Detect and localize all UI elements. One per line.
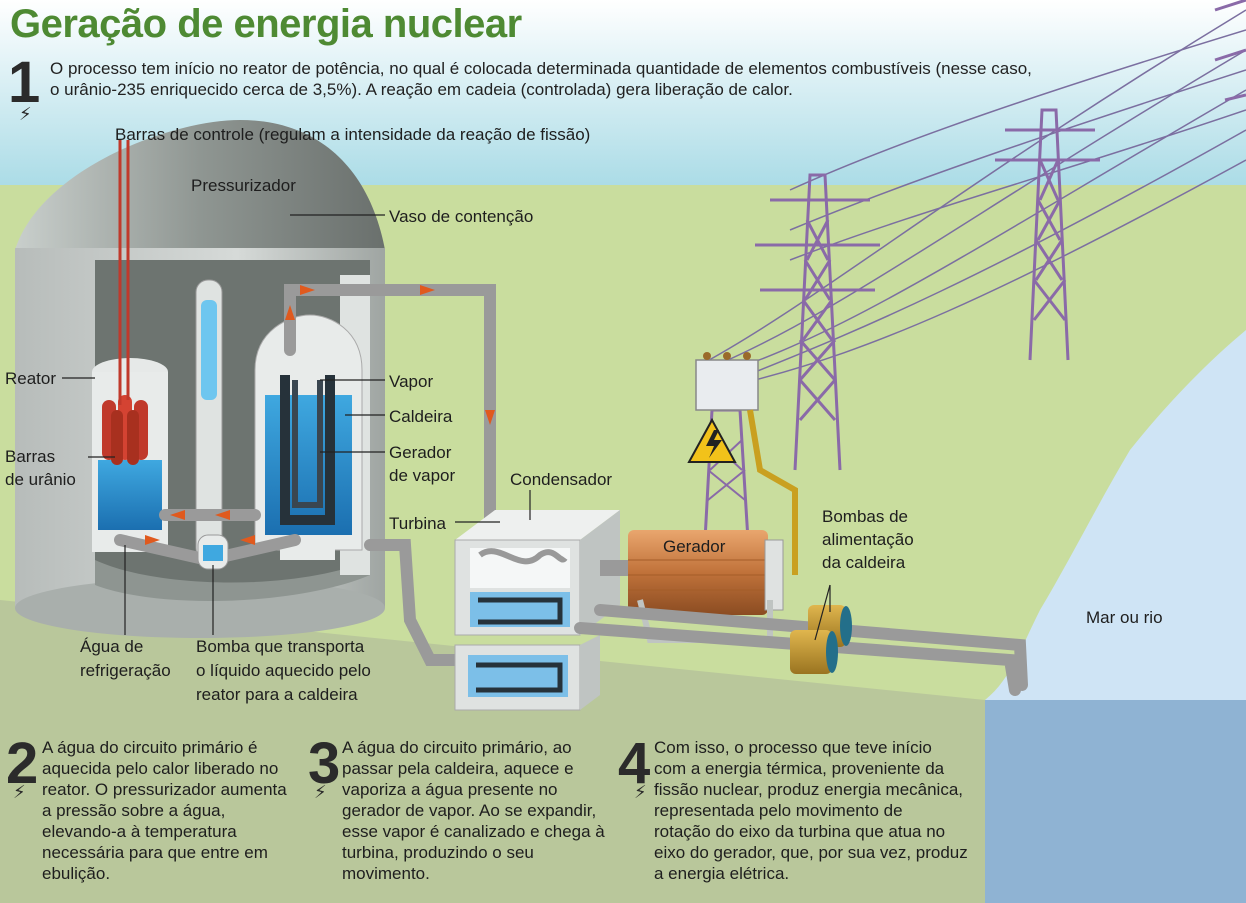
label-containment: Vaso de contenção xyxy=(389,207,534,226)
label-generator: Gerador xyxy=(663,537,726,556)
turbine-shaft xyxy=(600,560,630,576)
reactor-vessel xyxy=(92,140,168,552)
label-feed-pumps-3: da caldeira xyxy=(822,553,906,572)
label-pump-3: reator para a caldeira xyxy=(196,685,358,704)
feed-pumps xyxy=(790,605,852,674)
label-feed-pumps-2: alimentação xyxy=(822,530,914,549)
pylon-1 xyxy=(755,173,880,471)
lightning-icon: ⚡ xyxy=(634,782,647,802)
warning-high-voltage-icon xyxy=(687,417,737,463)
label-control-rods: Barras de controle (regulam a intensidad… xyxy=(115,125,591,144)
coolant-pump xyxy=(197,534,229,570)
label-pump-2: o líquido aquecido pelo xyxy=(196,661,371,680)
label-uranium-rods-2: de urânio xyxy=(5,470,76,489)
step-4-number: 4 xyxy=(618,731,651,796)
label-steam-generator-2: de vapor xyxy=(389,466,456,485)
label-boiler: Caldeira xyxy=(389,407,453,426)
step-1-text: O processo tem início no reator de potên… xyxy=(50,59,1032,99)
steam-generator xyxy=(254,314,363,560)
label-uranium-rods-1: Barras xyxy=(5,447,56,466)
leader-lines xyxy=(62,214,831,641)
label-reactor: Reator xyxy=(5,369,57,388)
lightning-icon: ⚡ xyxy=(314,782,327,802)
step-1-number: 1 xyxy=(8,50,41,115)
label-cooling-water-2: refrigeração xyxy=(80,661,171,680)
lightning-icon: ⚡ xyxy=(13,782,26,802)
label-steam-generator-1: Gerador xyxy=(389,443,452,462)
label-cooling-water-1: Água de xyxy=(80,637,144,656)
page-title: Geração de energia nuclear xyxy=(10,2,522,46)
label-sea: Mar ou rio xyxy=(1086,608,1163,627)
pressurizer xyxy=(195,279,223,561)
label-condenser: Condensador xyxy=(510,470,613,489)
turbine-condenser xyxy=(454,510,620,711)
label-pressurizer: Pressurizador xyxy=(191,176,296,195)
label-steam: Vapor xyxy=(389,372,434,391)
step-3-number: 3 xyxy=(308,731,341,796)
ground-lower xyxy=(0,600,985,903)
label-pump-1: Bomba que transporta xyxy=(196,637,365,656)
lightning-icon: ⚡ xyxy=(19,104,32,124)
step-2-number: 2 xyxy=(6,731,39,796)
flow-arrows xyxy=(145,285,495,545)
pylon-3 xyxy=(1214,0,1246,102)
pylon-2 xyxy=(995,108,1100,361)
transformer xyxy=(695,352,798,575)
cooling-pipes xyxy=(574,604,1028,696)
generator xyxy=(628,530,784,643)
label-turbine: Turbina xyxy=(389,514,447,533)
water-lower xyxy=(985,700,1246,903)
label-feed-pumps-1: Bombas de xyxy=(822,507,908,526)
